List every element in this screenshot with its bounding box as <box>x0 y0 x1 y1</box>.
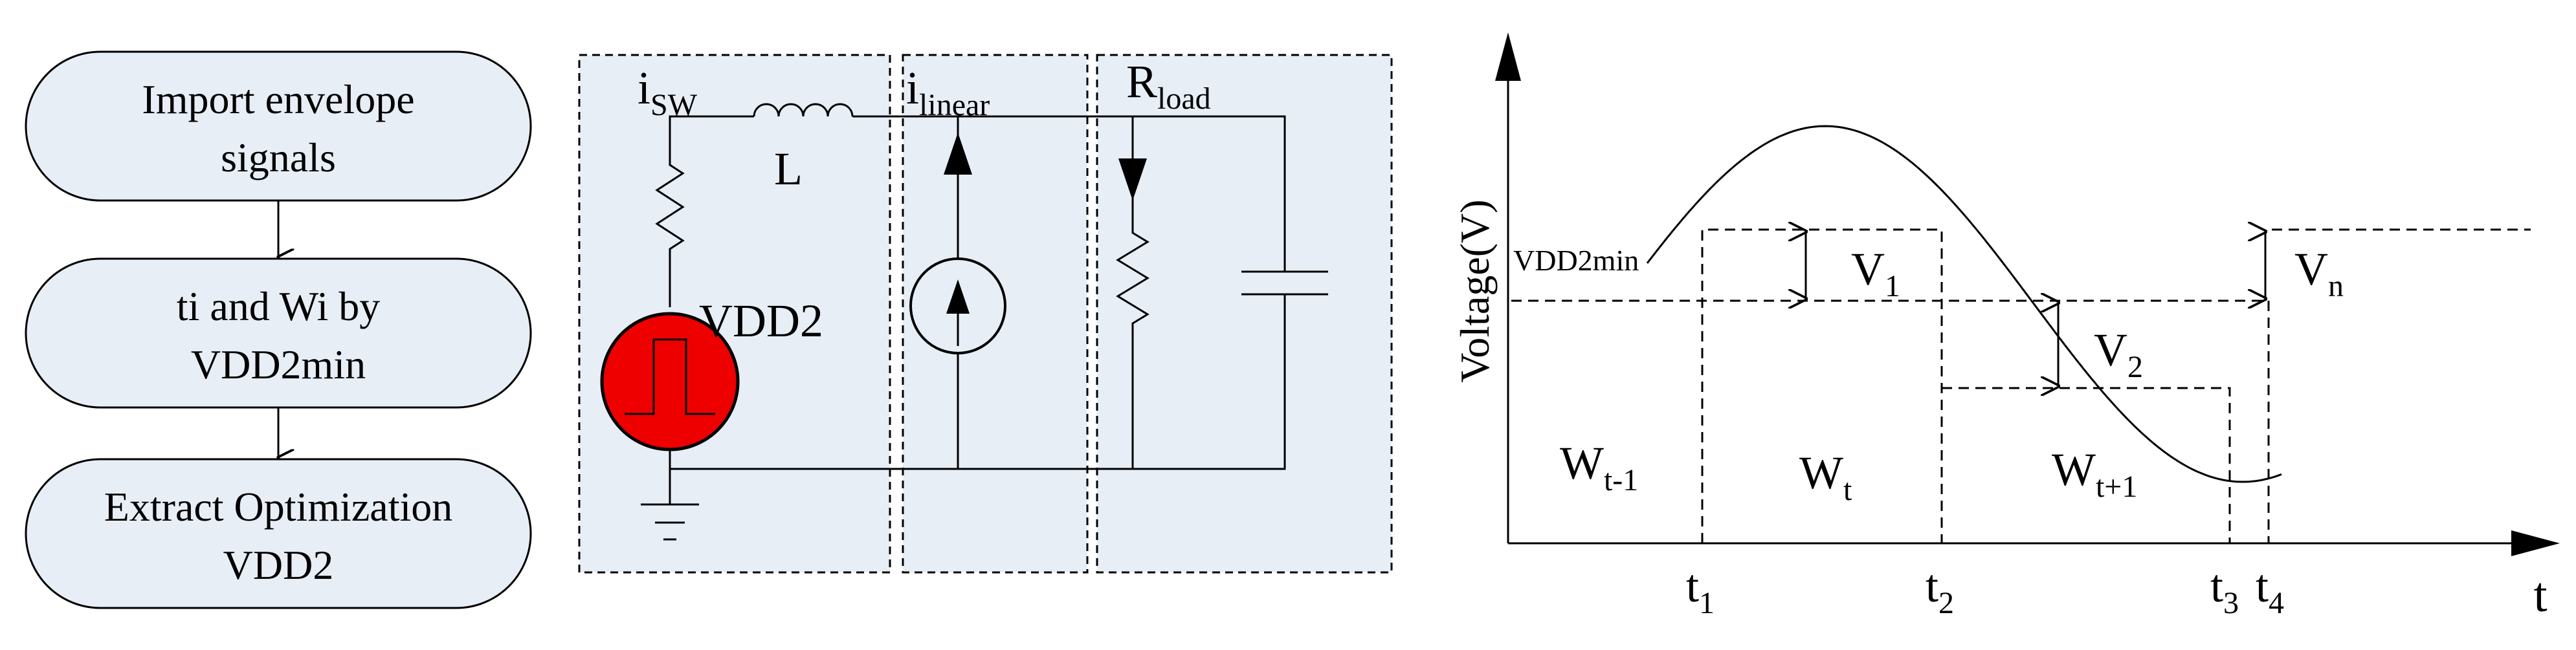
capacitor-icon <box>1241 270 1328 296</box>
tick-t3: t3 <box>2210 560 2239 620</box>
tick-t1: t1 <box>1686 560 1715 620</box>
inductor-coil <box>753 103 854 117</box>
wire-bottom <box>670 294 1286 470</box>
flow-step-import-line1: Import envelope <box>142 76 414 122</box>
circuit: iSW L VDD2 ilinear Rload <box>578 54 1393 574</box>
vdd2min-label: VDD2min <box>1513 244 1639 277</box>
voltage-waveform <box>1646 125 2282 483</box>
flow-step-ti-wi: ti and Wi by VDD2min <box>25 257 532 409</box>
wire-top-right <box>852 115 1286 272</box>
i-linear-label: ilinear <box>906 62 990 122</box>
v2-label: V2 <box>2094 324 2143 384</box>
flowchart: Import envelope signals ti and Wi by VDD… <box>25 50 532 609</box>
r-load-label: Rload <box>1126 56 1211 116</box>
switching-panel <box>578 54 891 574</box>
y-axis-arrow-icon <box>1495 32 1521 81</box>
flow-step-extract-line1: Extract Optimization <box>104 484 453 530</box>
vn-label: Vn <box>2294 243 2344 303</box>
flow-step-extract: Extract Optimization VDD2 <box>25 458 532 609</box>
load-panel <box>1096 54 1393 574</box>
load-resistor <box>1116 226 1149 469</box>
tick-t2: t2 <box>1926 560 1954 620</box>
tick-t4: t4 <box>2256 560 2284 620</box>
flow-step-extract-line2: VDD2 <box>223 542 334 588</box>
flow-step-ti-wi-line1: ti and Wi by <box>177 283 380 329</box>
wire-top-left <box>669 115 754 158</box>
inductor-label: L <box>774 143 803 195</box>
window-t1-box <box>1942 387 2231 543</box>
y-axis-label: Voltage(V) <box>1452 199 1498 382</box>
flow-step-import-line2: signals <box>221 135 336 180</box>
w-t-plus-1-label: Wt+1 <box>2052 444 2137 504</box>
w-t-minus-1-label: Wt-1 <box>1560 437 1638 497</box>
vdd2-label: VDD2 <box>699 295 823 347</box>
switch-resistor <box>655 158 685 307</box>
i-sw-label: iSW <box>638 62 698 122</box>
i-load-arrow-icon <box>1118 158 1147 200</box>
v1-label: V1 <box>1851 243 1900 303</box>
x-axis-arrow-icon <box>2511 530 2560 556</box>
x-axis-label: t <box>2533 568 2547 622</box>
w-t-label: Wt <box>1799 447 1852 507</box>
window-t-box <box>1701 228 1943 543</box>
ground-icon <box>641 503 699 541</box>
current-source-icon <box>909 257 1006 354</box>
flow-step-ti-wi-line2: VDD2min <box>191 341 366 387</box>
i-linear-arrow-icon <box>944 133 972 175</box>
flow-step-import: Import envelope signals <box>25 50 532 202</box>
waveform-plot: Voltage(V) t VDD2min V1 V2 Vn Wt-1 Wt Wt… <box>1452 32 2560 622</box>
